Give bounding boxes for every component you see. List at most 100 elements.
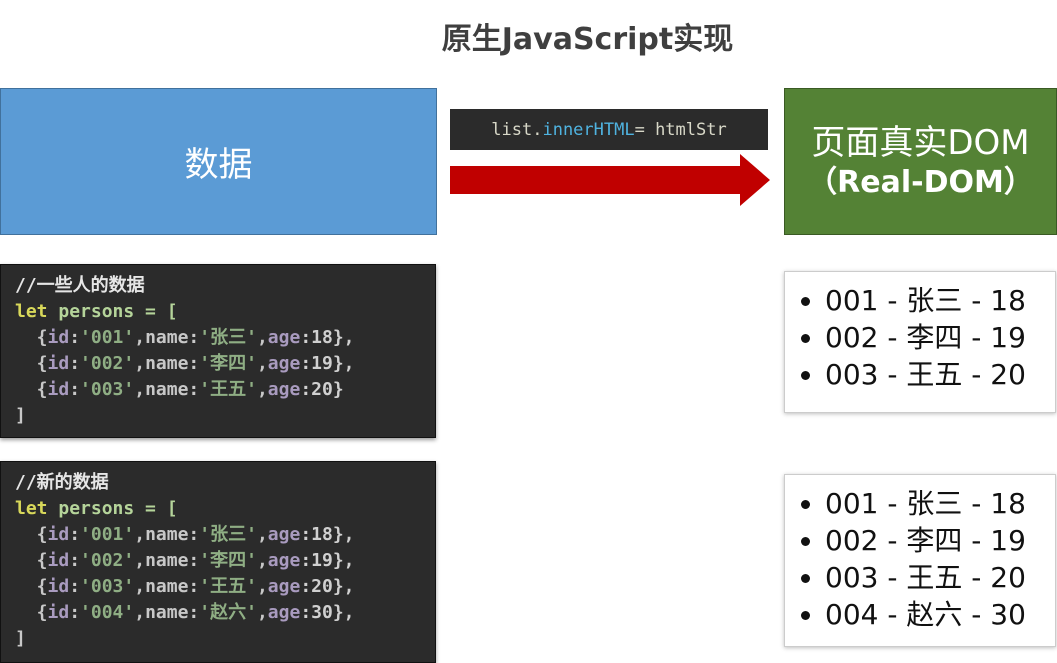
rendered-list-new: 001 - 张三 - 18002 - 李四 - 19003 - 王五 - 200… [784, 474, 1056, 647]
code-token: '002' [80, 550, 135, 571]
code-token: :30}, [300, 602, 355, 623]
code-token: //新的数据 [15, 472, 109, 493]
code-token: :18}, [300, 327, 355, 348]
code-token: id [47, 524, 70, 545]
code-token: ,name: [134, 327, 200, 348]
code-token: ,name: [134, 524, 200, 545]
code-line: {id:'003',name:'王五',age:20}, [15, 574, 421, 600]
code-token: id [47, 327, 70, 348]
code-line: {id:'001',name:'张三',age:18}, [15, 522, 421, 548]
real-dom-title: 页面真实DOM [811, 122, 1030, 163]
code-token: '王五' [199, 379, 257, 400]
code-line: let persons = [ [15, 299, 421, 325]
code-token: '002' [80, 353, 135, 374]
code-token: : [69, 327, 81, 348]
code-token: id [47, 550, 70, 571]
code-token: { [15, 327, 48, 348]
code-token: { [15, 576, 48, 597]
code-token: id [47, 602, 70, 623]
code-token: : [69, 524, 81, 545]
code-token: '张三' [199, 524, 257, 545]
code-token: '004' [80, 602, 135, 623]
code-token: , [256, 327, 268, 348]
code-token: id [47, 353, 70, 374]
code-token: '李四' [199, 550, 257, 571]
code-token: let [15, 301, 48, 322]
code-token: , [256, 550, 268, 571]
code-token: : [69, 550, 81, 571]
code-token: , [256, 353, 268, 374]
snippet-property: innerHTML [542, 119, 635, 140]
code-token: age [267, 524, 301, 545]
code-token: { [15, 602, 48, 623]
code-token: :20} [300, 379, 344, 400]
code-token: let [15, 498, 48, 519]
code-token: //一些人的数据 [15, 275, 145, 296]
code-line: let persons = [ [15, 496, 421, 522]
code-token: '张三' [199, 327, 257, 348]
code-token: : [69, 576, 81, 597]
code-token: persons = [ [47, 301, 178, 322]
code-line: {id:'002',name:'李四',age:19}, [15, 351, 421, 377]
code-line: {id:'004',name:'赵六',age:30}, [15, 600, 421, 626]
right-arrow-icon [450, 154, 770, 206]
code-token: '李四' [199, 353, 257, 374]
code-line: ] [15, 626, 421, 652]
list-item: 001 - 张三 - 18 [825, 485, 1055, 522]
code-line: {id:'001',name:'张三',age:18}, [15, 325, 421, 351]
code-token: : [69, 602, 81, 623]
code-token: { [15, 524, 48, 545]
code-line: //一些人的数据 [15, 273, 421, 299]
slide-title: 原生JavaScript实现 [441, 22, 734, 57]
list-item: 002 - 李四 - 19 [825, 319, 1055, 356]
list1-ul: 001 - 张三 - 18002 - 李四 - 19003 - 王五 - 20 [785, 282, 1055, 393]
code-token: ,name: [134, 353, 200, 374]
code-token: :20}, [300, 576, 355, 597]
code-token: { [15, 550, 48, 571]
list-item: 001 - 张三 - 18 [825, 282, 1055, 319]
code-token: age [267, 353, 301, 374]
code-token: age [267, 602, 301, 623]
code-token: : [69, 379, 81, 400]
code-token: :19}, [300, 550, 355, 571]
list-item: 003 - 王五 - 20 [825, 356, 1055, 393]
code-token: { [15, 379, 48, 400]
code-token: ] [15, 405, 26, 426]
snippet-rest: = htmlStr [634, 119, 727, 140]
code-token: id [47, 379, 70, 400]
code-token: ,name: [134, 379, 200, 400]
code-token: '赵六' [199, 602, 257, 623]
code-token: '003' [80, 379, 135, 400]
code-token: ,name: [134, 576, 200, 597]
code-token: { [15, 353, 48, 374]
code-token: id [47, 576, 70, 597]
code-token: age [267, 379, 301, 400]
code-token: '王五' [199, 576, 257, 597]
list-item: 004 - 赵六 - 30 [825, 596, 1055, 633]
real-dom-box: 页面真实DOM （Real-DOM） [784, 88, 1057, 235]
code-token: ] [15, 628, 26, 649]
code-token: '001' [80, 327, 135, 348]
code-line: ] [15, 403, 421, 429]
code-line: {id:'002',name:'李四',age:19}, [15, 548, 421, 574]
rendered-list-initial: 001 - 张三 - 18002 - 李四 - 19003 - 王五 - 20 [784, 271, 1056, 413]
code-line: //新的数据 [15, 470, 421, 496]
code-token: :19}, [300, 353, 355, 374]
code-line: {id:'003',name:'王五',age:20} [15, 377, 421, 403]
list2-ul: 001 - 张三 - 18002 - 李四 - 19003 - 王五 - 200… [785, 485, 1055, 633]
list-item: 003 - 王五 - 20 [825, 559, 1055, 596]
code-token: , [256, 379, 268, 400]
code-token: ,name: [134, 602, 200, 623]
data-box-label: 数据 [184, 145, 253, 185]
real-dom-subtitle: （Real-DOM） [807, 165, 1034, 200]
code-token: : [69, 353, 81, 374]
data-box: 数据 [0, 88, 437, 235]
code-token: persons = [ [47, 498, 178, 519]
inner-html-snippet: list.innerHTML = htmlStr [450, 109, 768, 150]
list-item: 002 - 李四 - 19 [825, 522, 1055, 559]
code-token: age [267, 327, 301, 348]
code-token: :18}, [300, 524, 355, 545]
code-token: ,name: [134, 550, 200, 571]
code-token: age [267, 576, 301, 597]
